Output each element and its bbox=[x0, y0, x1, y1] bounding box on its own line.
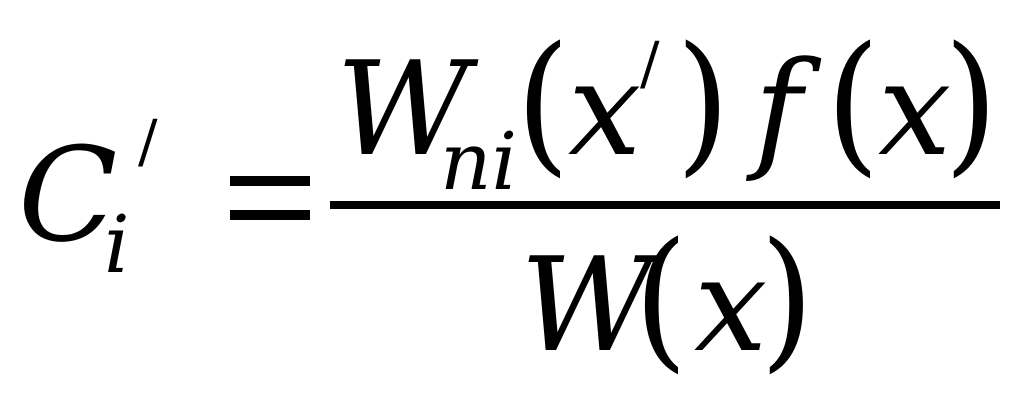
numerator-w-subscript: ni bbox=[440, 115, 518, 208]
numerator-f-paren-close: ) bbox=[944, 13, 998, 192]
numerator-f-symbol: f bbox=[754, 33, 803, 185]
equals-bar-top bbox=[230, 176, 310, 186]
denominator-arg-x: x bbox=[694, 229, 768, 381]
denominator-paren-close: ) bbox=[760, 209, 814, 387]
numerator-arg-prime: / bbox=[640, 29, 660, 97]
lhs-prime-mark: / bbox=[138, 107, 158, 175]
fraction-bar bbox=[330, 201, 1000, 209]
numerator-w-symbol: W bbox=[336, 33, 470, 185]
numerator-paren-close: ) bbox=[676, 13, 730, 192]
equals-sign: = bbox=[0, 0, 1, 1]
lhs-symbol-c: C bbox=[18, 119, 118, 271]
numerator-paren-open: ( bbox=[516, 13, 570, 192]
numerator-f-arg-x: x bbox=[878, 33, 952, 185]
lhs-subscript-i: i bbox=[104, 198, 130, 291]
numerator-f-paren-open: ( bbox=[826, 13, 880, 192]
denominator-paren-open: ( bbox=[634, 209, 688, 387]
denominator-w-symbol: W bbox=[520, 229, 654, 381]
numerator-arg-x: x bbox=[568, 33, 642, 185]
equals-bar-bottom bbox=[230, 210, 310, 220]
